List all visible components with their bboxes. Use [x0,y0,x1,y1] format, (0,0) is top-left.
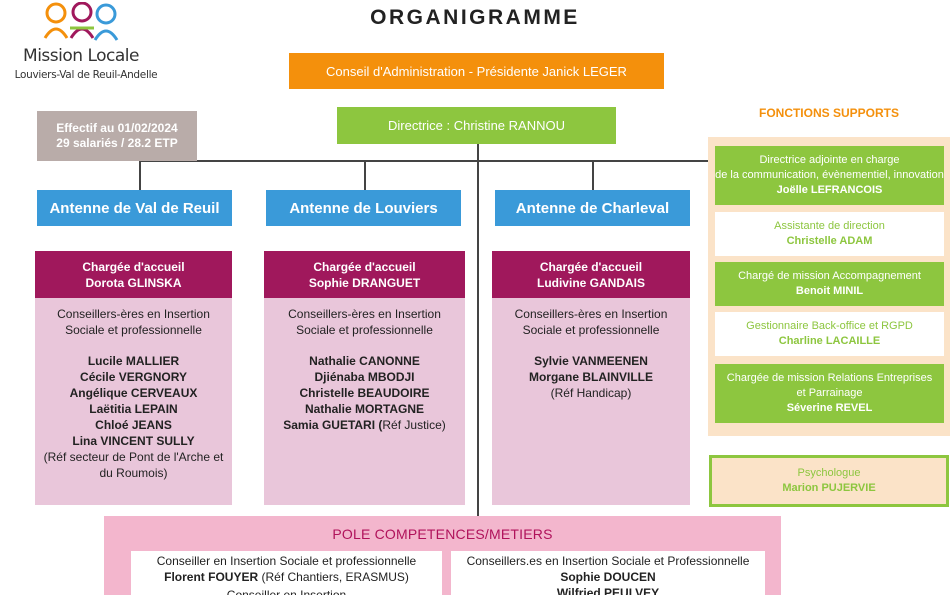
support-role: Assistante de direction [774,220,885,232]
member-with-note: Samia GUETARI (Réf Justice) [264,417,465,433]
pole-left-role: Conseiller en Insertion Sociale et profe… [156,554,417,568]
member-name: Samia GUETARI ( [283,418,383,432]
psy-role: Psychologue [797,467,861,479]
antenne-louviers-header: Antenne de Louviers [266,190,461,226]
pole-title: POLE COMPETENCES/METIERS [332,526,553,542]
psy-name: Marion PUJERVIE [782,482,876,494]
antenne-name: Antenne de Charleval [515,199,670,217]
effectif-line2: 29 salariés / 28.2 ETP [56,136,178,150]
conseillers-valdereuil: Conseillers-ères en Insertion Sociale et… [35,298,232,505]
support-role: Gestionnaire Back-office et RGPD [746,320,913,332]
antenne-name: Antenne de Val de Reuil [49,199,220,217]
intro-line2: Sociale et professionnelle [522,323,660,337]
accueil-name: Sophie DRANGUET [308,275,421,290]
member-name: Wilfried PEULVEY [556,586,660,595]
member-name: Nathalie MORTAGNE [304,402,425,416]
member-name: Florent FOUYER [164,570,259,584]
support-role: de la communication, évènementiel, innov… [715,169,944,181]
support-name: Joëlle LEFRANCOIS [776,184,883,196]
directrice-box: Directrice : Christine RANNOU [337,107,616,144]
logo-subtitle: Louviers-Val de Reuil-Andelle [14,69,158,81]
directrice-label: Directrice : Christine RANNOU [388,118,565,133]
member-name: Angélique CERVEAUX [69,386,198,400]
antenne-name: Antenne de Louviers [289,199,438,217]
antenne-charleval-header: Antenne de Charleval [495,190,690,226]
intro-line1: Conseillers-ères en Insertion [514,307,668,321]
accueil-name: Ludivine GANDAIS [536,275,645,290]
member-name: Lucile MALLIER [87,354,180,368]
accueil-louviers: Chargée d'accueil Sophie DRANGUET [264,251,465,298]
member-note: Réf Justice) [382,418,446,432]
support-charge-accompagnement: Chargé de mission Accompagnement Benoit … [715,262,944,306]
member-note: (Réf secteur de Pont de l'Arche et [43,450,224,464]
support-assistante: Assistante de direction Christelle ADAM [715,212,944,256]
conseil-label: Conseil d'Administration - Présidente Ja… [326,63,627,79]
pole-right-role: Conseillers.es en Insertion Sociale et P… [466,554,750,568]
support-role: Directrice adjointe en charge [759,154,900,166]
support-role: Chargée de mission Relations Entreprises [726,372,933,384]
support-name: Séverine REVEL [786,402,873,414]
member-note: (Réf Chantiers, ERASMUS) [258,570,409,584]
member-name: Morgane BLAINVILLE [528,370,653,384]
member-name: Chloé JEANS [95,418,172,432]
intro-line2: Sociale et professionnelle [296,323,433,337]
member-name: Djiénaba MBODJI [314,370,415,384]
accueil-valdereuil: Chargée d'accueil Dorota GLINSKA [35,251,232,298]
accueil-role: Chargée d'accueil [539,259,643,274]
member-name: Lina VINCENT SULLY [72,434,195,448]
intro-line1: Conseillers-ères en Insertion [57,307,210,321]
supports-title: FONCTIONS SUPPORTS [758,106,899,120]
member-name: Nathalie CANONNE [309,354,420,368]
support-name: Charline LACAILLE [778,335,881,347]
support-directrice-adjointe: Directrice adjointe en charge de la comm… [715,146,944,205]
accueil-role: Chargée d'accueil [82,259,185,274]
member-note: du Roumois) [99,466,168,480]
member-name: Christelle BEAUDOIRE [299,386,430,400]
support-name: Benoit MINIL [795,285,864,297]
pole-left-partial: Conseiller en Insertion [226,588,347,595]
member-name: Cécile VERGNORY [80,370,187,384]
effectif-line1: Effectif au 01/02/2024 [56,121,178,135]
intro-line2: Sociale et professionnelle [65,323,202,337]
pole-left-member: Florent FOUYER (Réf Chantiers, ERASMUS) [131,569,442,585]
pole-left-box: Conseiller en Insertion Sociale et profe… [131,551,442,595]
member-name: Sylvie VANMEENEN [534,354,648,368]
psychologue-box: Psychologue Marion PUJERVIE [709,455,949,507]
connector-main-vertical [477,144,479,516]
connector-louviers [364,160,366,190]
connector-horizontal [139,160,708,162]
support-role: Chargé de mission Accompagnement [738,270,921,282]
logo-name: Mission Locale [23,46,139,66]
connector-charleval [592,160,594,190]
accueil-role: Chargée d'accueil [313,259,416,274]
conseillers-louviers: Conseillers-ères en Insertion Sociale et… [264,298,465,505]
accueil-charleval: Chargée d'accueil Ludivine GANDAIS [492,251,690,298]
support-role: et Parrainage [796,387,863,399]
antenne-valdereuil-header: Antenne de Val de Reuil [37,190,232,226]
intro-line1: Conseillers-ères en Insertion [288,307,441,321]
connector-valdereuil [139,160,141,190]
conseillers-charleval: Conseillers-ères en Insertion Sociale et… [492,298,690,505]
pole-right-box: Conseillers.es en Insertion Sociale et P… [451,551,765,595]
effectif-box: Effectif au 01/02/2024 29 salariés / 28.… [37,111,197,161]
people-logo-icon [43,2,119,41]
page-title: ORGANIGRAMME [370,6,580,29]
member-name: Laëtitia LEPAIN [89,402,178,416]
member-name: Sophie DOUCEN [560,570,656,584]
support-name: Christelle ADAM [786,235,873,247]
support-gestionnaire: Gestionnaire Back-office et RGPD Charlin… [715,312,944,356]
support-relations-entreprises: Chargée de mission Relations Entreprises… [715,364,944,423]
accueil-name: Dorota GLINSKA [85,275,182,290]
mission-locale-logo: Mission Locale Louviers-Val de Reuil-And… [6,2,166,90]
conseil-administration-box: Conseil d'Administration - Présidente Ja… [289,53,664,89]
member-note: (Réf Handicap) [550,386,632,400]
